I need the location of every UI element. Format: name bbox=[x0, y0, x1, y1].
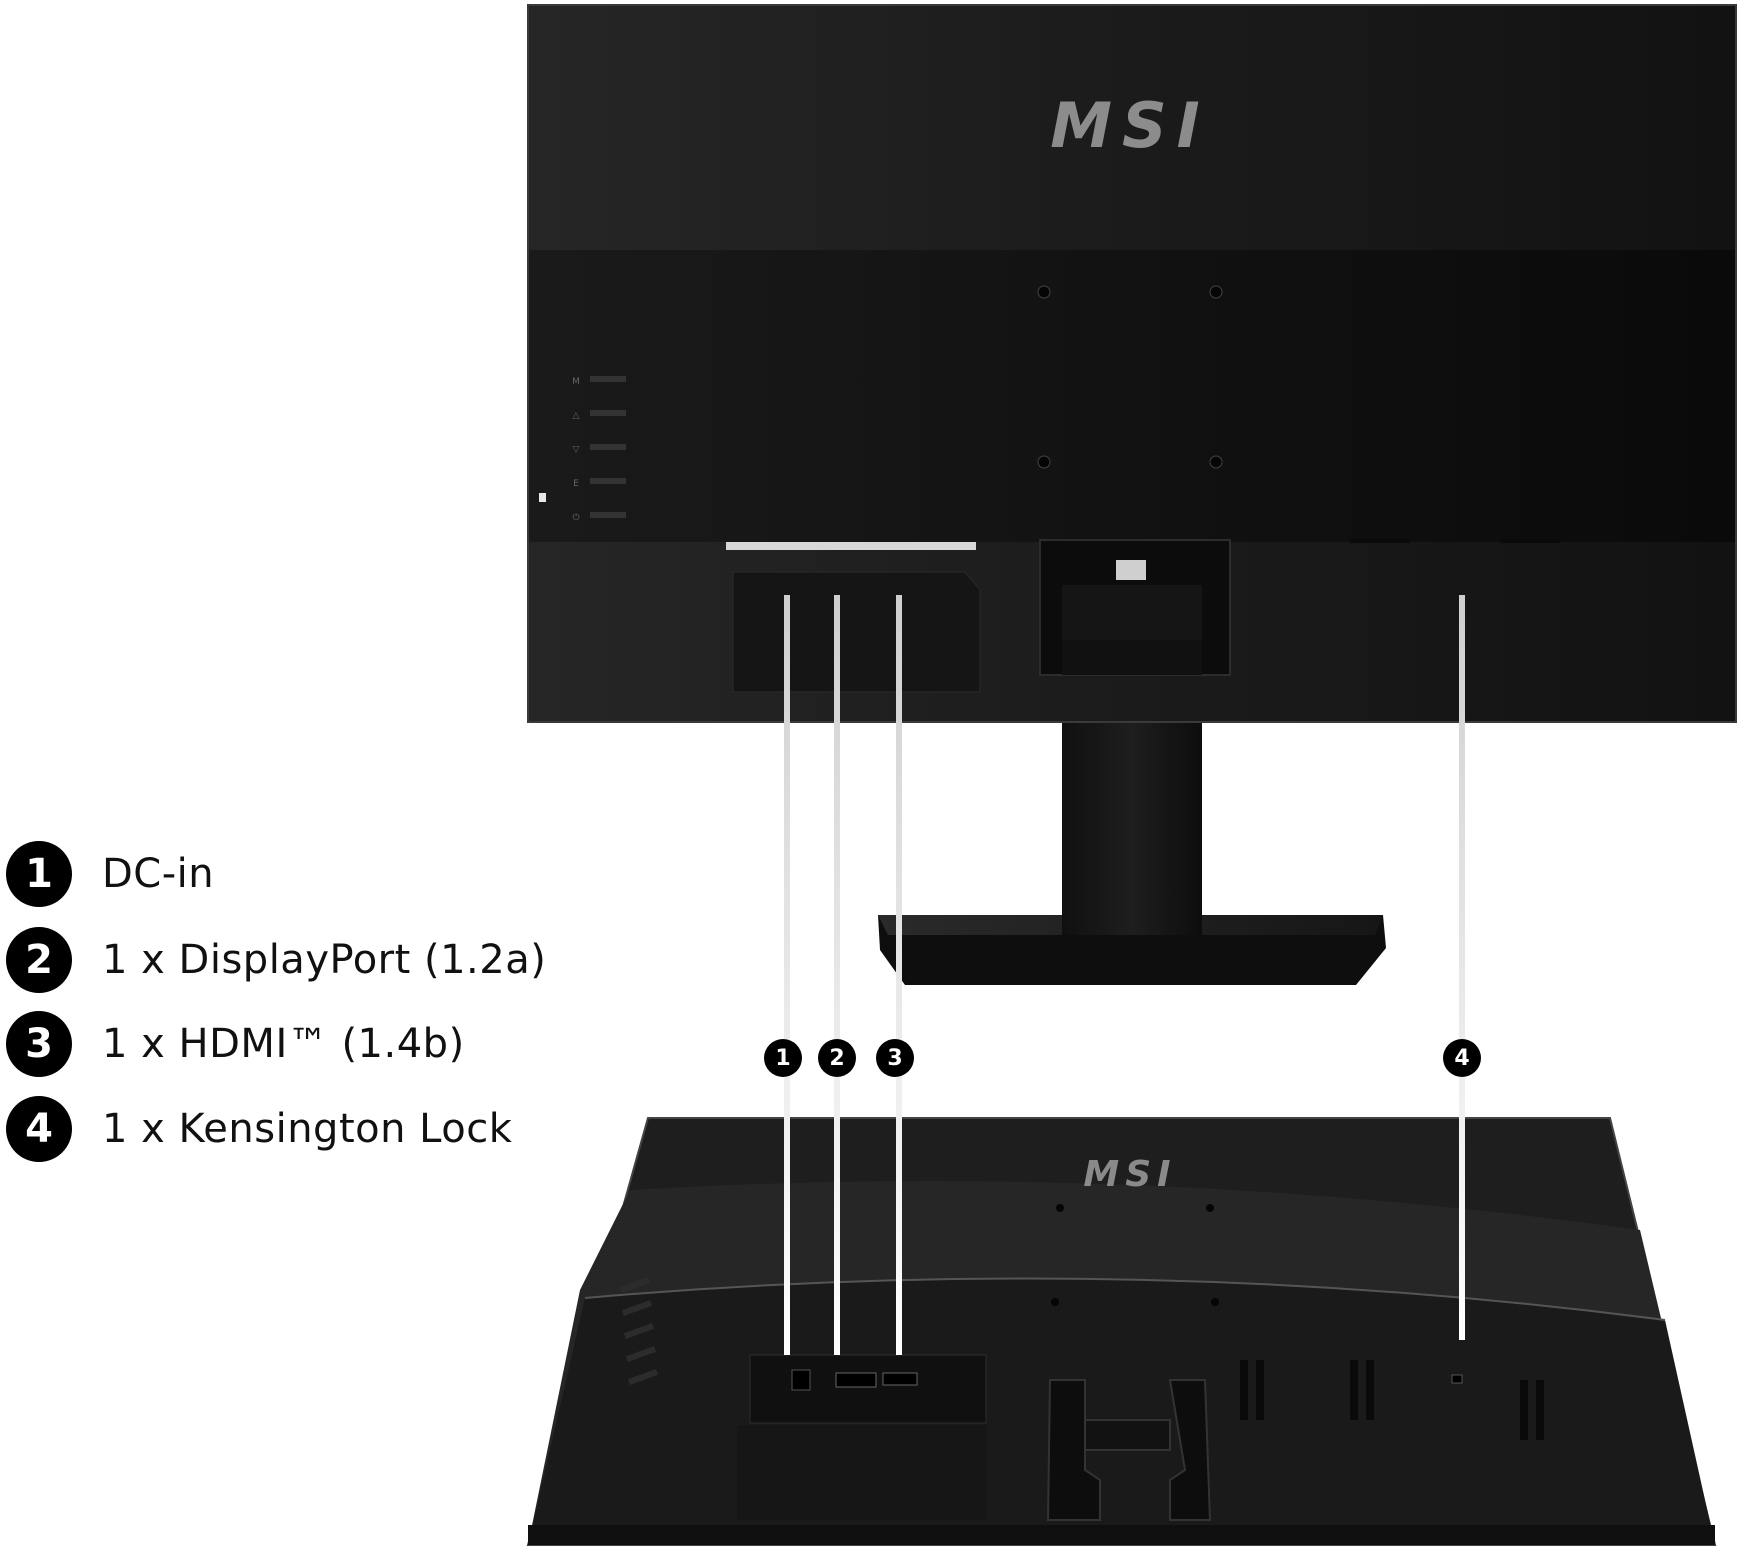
legend-label-displayport: 1 x DisplayPort (1.2a) bbox=[102, 937, 547, 983]
lying-vesa-holes bbox=[1051, 1204, 1219, 1306]
legend-badge-2: 2 bbox=[6, 927, 72, 993]
upper-shell bbox=[528, 5, 1736, 250]
dc-in-port bbox=[791, 1369, 811, 1391]
button-label-up: △ bbox=[573, 411, 580, 421]
callout-2: 2 bbox=[818, 1039, 856, 1077]
legend-item-kensington: 4 1 x Kensington Lock bbox=[6, 1094, 512, 1164]
upright-monitor: MSI M △ ▽ E ⏻ bbox=[527, 4, 1737, 985]
lying-vent-slits bbox=[1240, 1360, 1544, 1440]
hdmi-port bbox=[882, 1372, 918, 1386]
legend-badge-3: 3 bbox=[6, 1011, 72, 1077]
callout-4-number: 4 bbox=[1454, 1045, 1470, 1071]
button-label-exit: E bbox=[573, 479, 579, 489]
lying-brand-logo: MSI bbox=[1083, 1154, 1176, 1195]
legend-label-hdmi: 1 x HDMI™ (1.4b) bbox=[102, 1021, 465, 1067]
button-label-power: ⏻ bbox=[572, 512, 579, 523]
label-area bbox=[732, 571, 981, 693]
legend-badge-1: 1 bbox=[6, 841, 72, 907]
callout-3-number: 3 bbox=[887, 1045, 903, 1071]
brand-logo: MSI bbox=[1050, 89, 1209, 162]
vesa-holes bbox=[1037, 285, 1223, 469]
kensington-slot bbox=[1451, 1374, 1463, 1384]
control-buttons: M △ ▽ E ⏻ bbox=[539, 376, 626, 523]
lying-monitor: MSI bbox=[526, 1117, 1717, 1546]
button-label-menu: M bbox=[572, 377, 580, 387]
callout-3: 3 bbox=[876, 1039, 914, 1077]
callout-4: 4 bbox=[1443, 1039, 1481, 1077]
legend-item-hdmi: 3 1 x HDMI™ (1.4b) bbox=[6, 1009, 465, 1079]
displayport-port bbox=[835, 1372, 877, 1388]
lying-label-area bbox=[737, 1425, 987, 1520]
lying-port-block bbox=[749, 1354, 987, 1424]
lying-stand-bracket bbox=[1046, 1379, 1212, 1521]
legend-item-displayport: 2 1 x DisplayPort (1.2a) bbox=[6, 925, 546, 995]
stand-hinge bbox=[1039, 539, 1231, 676]
callout-1-number: 1 bbox=[775, 1045, 791, 1071]
button-label-down: ▽ bbox=[573, 445, 580, 455]
legend-badge-4: 4 bbox=[6, 1096, 72, 1162]
legend-item-dc-in: 1 DC-in bbox=[6, 839, 214, 909]
power-led bbox=[539, 493, 546, 502]
port-recess bbox=[726, 542, 976, 550]
vent-slits bbox=[1350, 539, 1560, 543]
callout-1: 1 bbox=[764, 1039, 802, 1077]
callout-2-number: 2 bbox=[829, 1045, 845, 1071]
callout-lines bbox=[784, 595, 1465, 1355]
lying-control-buttons bbox=[619, 1277, 659, 1385]
legend-label-kensington: 1 x Kensington Lock bbox=[102, 1106, 513, 1152]
middle-panel bbox=[528, 250, 1736, 542]
legend-label-dc-in: DC-in bbox=[102, 851, 215, 897]
